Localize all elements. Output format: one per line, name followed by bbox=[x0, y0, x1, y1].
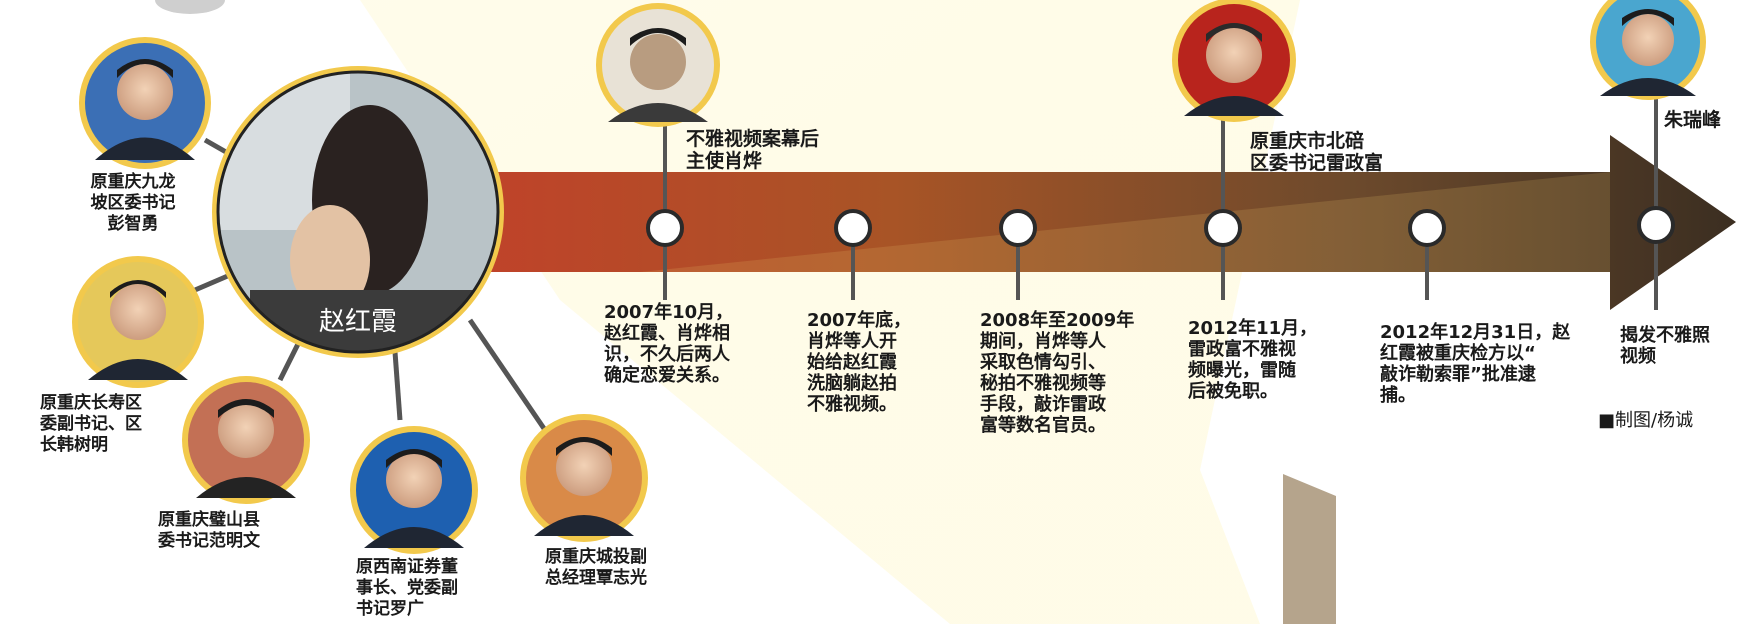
circle-dot-icon bbox=[1204, 209, 1242, 247]
portrait-peng bbox=[79, 37, 211, 169]
circle-dot-icon bbox=[1637, 206, 1675, 244]
portrait-han bbox=[72, 256, 204, 388]
circle-dot-icon bbox=[1408, 209, 1446, 247]
timeline-arrow bbox=[440, 135, 1736, 310]
event-4: 2012年11月， 雷政富不雅视 频曝光，雷随 后被免职。 bbox=[1188, 318, 1318, 402]
portrait-fan bbox=[182, 376, 310, 504]
label-tan: 原重庆城投副 总经理覃志光 bbox=[545, 547, 647, 588]
corner-shape bbox=[155, 0, 225, 14]
event-1: 2007年10月， 赵红霞、肖烨相 识，不久后两人 确定恋爱关系。 bbox=[604, 302, 734, 386]
label-zhu: 朱瑞峰 bbox=[1664, 109, 1722, 131]
milestones bbox=[646, 206, 1675, 310]
label-luo: 原西南证券董 事长、党委副 书记罗广 bbox=[356, 557, 458, 619]
milestone-3 bbox=[999, 209, 1037, 300]
event-5: 2012年12月31日，赵 红霞被重庆检方以“ 敲诈勒索罪”批准逮 捕。 bbox=[1380, 322, 1571, 406]
event-3: 2008年至2009年 期间，肖烨等人 采取色情勾引、 秘拍不雅视频等 手段，敲… bbox=[980, 310, 1135, 436]
circle-dot-icon bbox=[999, 209, 1037, 247]
label-han: 原重庆长寿区 委副书记、区 长韩树明 bbox=[40, 393, 142, 455]
milestone-6 bbox=[1637, 206, 1675, 310]
credit: ■制图/杨诚 bbox=[1598, 410, 1694, 431]
label-lei: 原重庆市北碚 区委书记雷政富 bbox=[1250, 130, 1384, 174]
event-2: 2007年底， 肖烨等人开 始给赵红霞 洗脑躺赵拍 不雅视频。 bbox=[807, 310, 912, 415]
milestone-1 bbox=[646, 209, 684, 300]
milestone-4 bbox=[1204, 209, 1242, 300]
label-xiao: 不雅视频案幕后 主使肖烨 bbox=[686, 128, 820, 172]
milestone-2 bbox=[834, 209, 872, 300]
circle-dot-icon bbox=[646, 209, 684, 247]
circle-dot-icon bbox=[834, 209, 872, 247]
label-fan: 原重庆璧山县 委书记范明文 bbox=[158, 510, 260, 551]
portrait-zhu bbox=[1590, 0, 1706, 220]
milestone-5 bbox=[1408, 209, 1446, 300]
label-peng: 原重庆九龙 坡区委书记 彭智勇 bbox=[90, 172, 176, 234]
light-beam bbox=[360, 0, 1300, 624]
portrait-tan bbox=[520, 414, 648, 542]
center-name: 赵红霞 bbox=[319, 306, 397, 336]
event-6: 揭发不雅照 视频 bbox=[1620, 325, 1710, 367]
portrait-luo bbox=[350, 426, 478, 554]
tan-block bbox=[1283, 474, 1336, 624]
portrait-xiao bbox=[596, 3, 720, 225]
portrait-lei bbox=[1172, 0, 1296, 225]
